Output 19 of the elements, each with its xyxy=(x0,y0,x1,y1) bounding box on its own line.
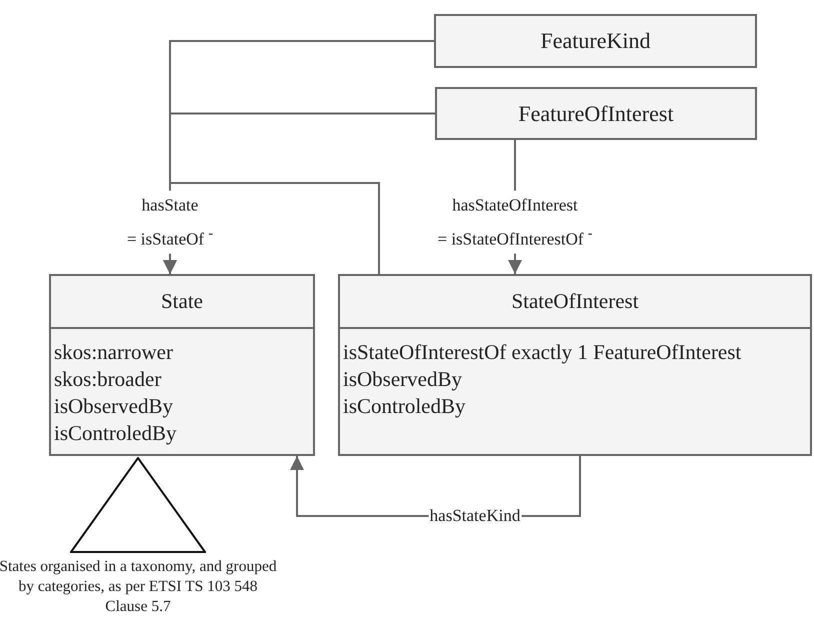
attribute-text: isStateOfInterestOf exactly 1 FeatureOfInterest xyxy=(343,339,742,366)
attribute-text: skos:narrower xyxy=(54,339,174,366)
class-name: StateOfInterest xyxy=(511,289,639,314)
note-text: States organised in a taxonomy, and grouped by categories, as per ETSI TS 103 548 Clause 5.7 xyxy=(0,557,278,617)
class-name: FeatureOfInterest xyxy=(518,100,674,126)
edge-label: hasState = isStateOf $^{-}$ xyxy=(126,190,214,254)
attribute-text: isControledBy xyxy=(54,420,178,447)
class-box xyxy=(49,274,315,456)
attribute-text: isObservedBy xyxy=(343,366,463,393)
class-box xyxy=(434,14,757,68)
class-name: FeatureKind xyxy=(540,28,650,54)
class-name: State xyxy=(161,289,203,314)
class-box xyxy=(338,274,812,456)
triangle-shape xyxy=(70,457,206,553)
attribute-text: isControledBy xyxy=(343,393,467,420)
attribute-text: isObservedBy xyxy=(54,393,174,420)
class-box xyxy=(435,87,757,140)
attribute-text: skos:broader xyxy=(54,366,162,393)
edge-label: hasStateOfInterest = isStateOfInterestOf $^{-}$ xyxy=(436,190,594,254)
